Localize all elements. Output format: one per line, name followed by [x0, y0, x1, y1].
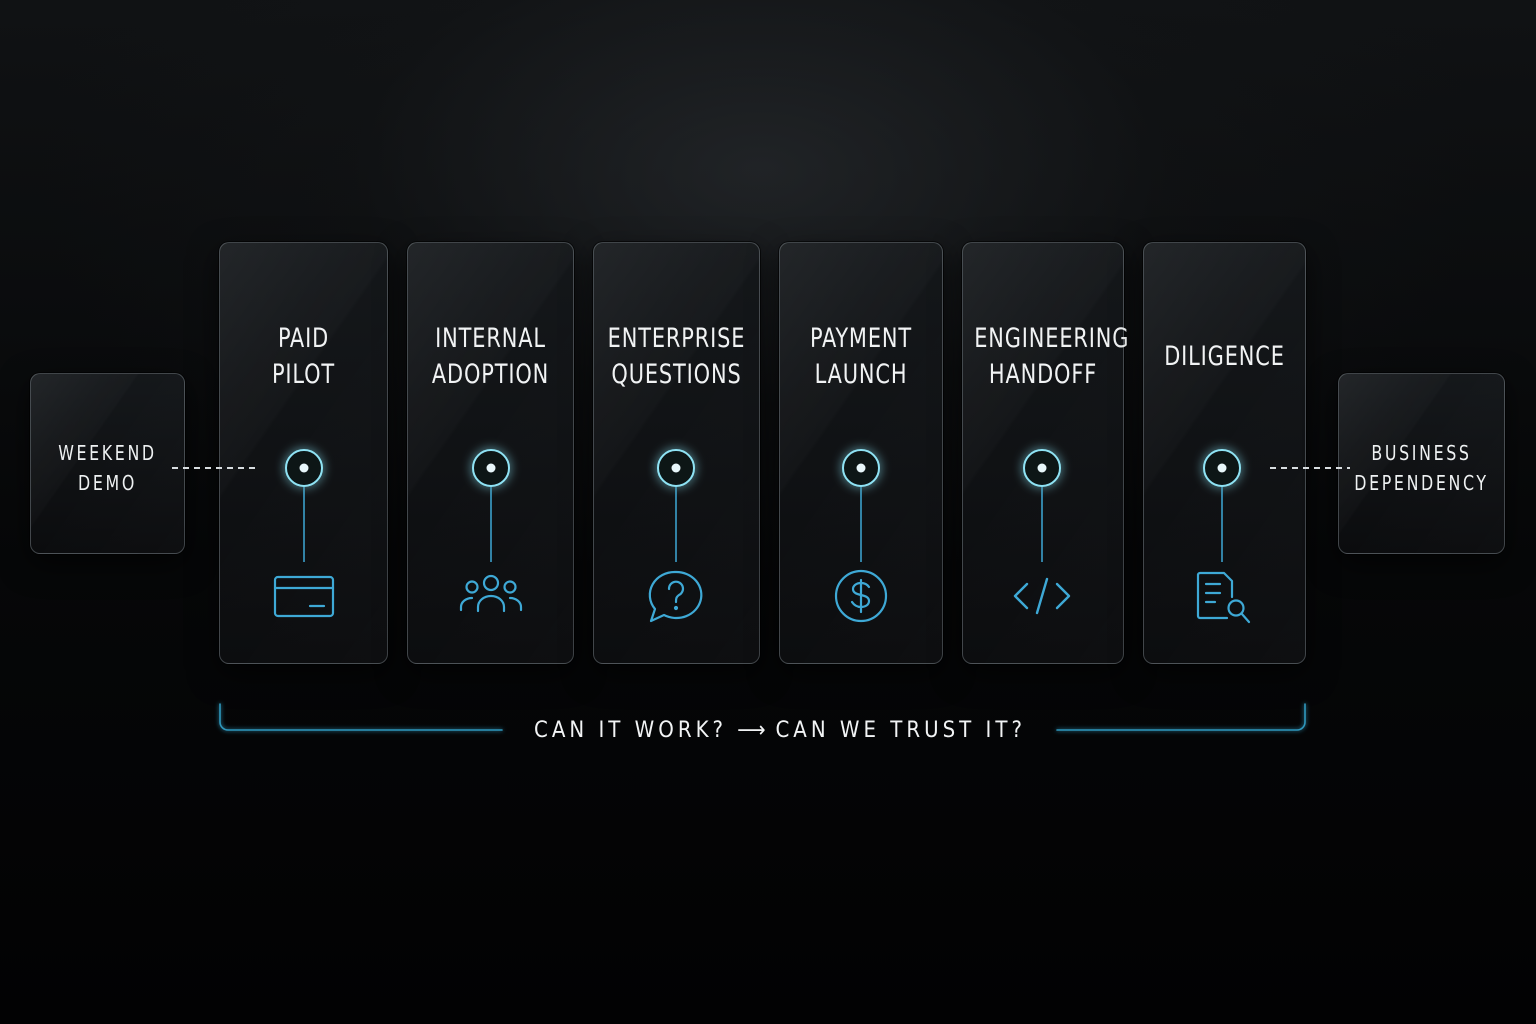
stage-node-engineering-handoff [1023, 449, 1061, 562]
stage-node-payment-launch [842, 449, 880, 562]
start-label: WEEKEND DEMO [58, 441, 157, 495]
stage-title-payment-launch: PAYMENT LAUNCH [810, 323, 912, 390]
document-search-icon [1196, 571, 1251, 624]
team-icon [459, 574, 523, 613]
stage-node-diligence [1203, 449, 1241, 562]
stage-title-diligence: DILIGENCE [1164, 341, 1285, 372]
stage-title-paid-pilot: PAID PILOT [271, 323, 336, 390]
stage-node-enterprise-questions [657, 449, 695, 562]
end-label: BUSINESS DEPENDENCY [1354, 441, 1489, 495]
bracket-line [219, 703, 1306, 731]
stage-title-enterprise-questions: ENTERPRISE QUESTIONS [607, 323, 746, 390]
caption-arrow-icon: ⟶ [737, 718, 766, 743]
stage-title-engineering-handoff: ENGINEERING HANDOFF [974, 323, 1130, 390]
stage-title-internal-adoption: INTERNAL ADOPTION [431, 323, 550, 390]
caption-right: CAN WE TRUST IT? [775, 718, 1026, 743]
stage-card-internal-adoption: INTERNAL ADOPTION [407, 242, 574, 664]
end-card: BUSINESS DEPENDENCY [1338, 373, 1505, 554]
dollar-circle-icon [834, 569, 888, 623]
stage-node-paid-pilot [285, 449, 323, 562]
code-icon [1013, 577, 1071, 615]
progress-caption: CAN IT WORK? ⟶ CAN WE TRUST IT? [500, 716, 1060, 746]
stage-node-internal-adoption [472, 449, 510, 562]
start-card: WEEKEND DEMO [30, 373, 185, 554]
question-bubble-icon [648, 570, 703, 623]
credit-card-icon [273, 575, 335, 618]
caption-left: CAN IT WORK? [534, 718, 728, 743]
